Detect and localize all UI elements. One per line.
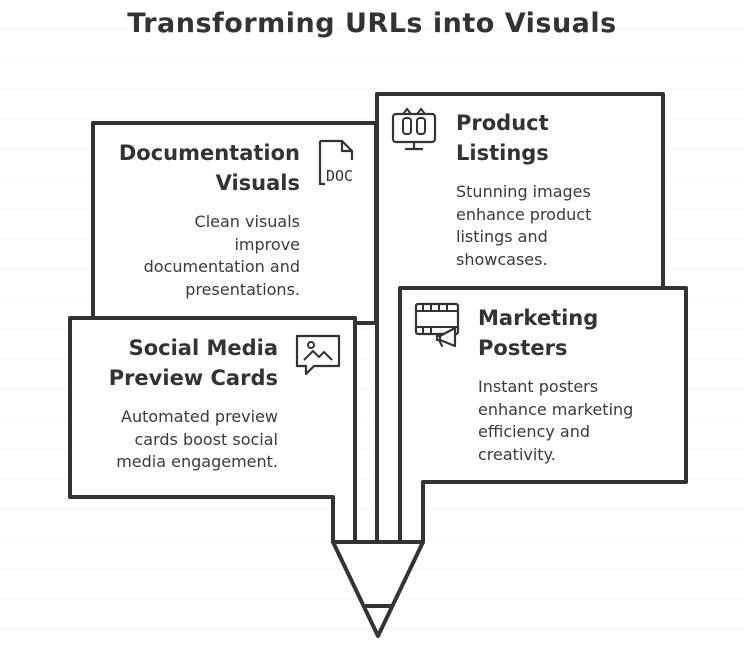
documentation-heading-line-1: Documentation: [118, 141, 300, 165]
film-megaphone-icon: [414, 302, 460, 348]
marketing-heading-line-1: Marketing: [478, 306, 599, 330]
pencil-tip: [331, 540, 425, 638]
product-heading-line-1: Product: [456, 111, 549, 135]
social-heading-line-1: Social Media: [128, 336, 278, 360]
doc-icon-label: DOC: [326, 167, 353, 185]
marketing-card: Marketing Posters Instant posters enhanc…: [478, 303, 678, 466]
social-desc-line-1: Automated preview: [121, 407, 278, 426]
social-heading-line-2: Preview Cards: [108, 366, 278, 390]
doc-icon: DOC: [318, 139, 354, 186]
marketing-desc-line-4: creativity.: [478, 444, 556, 464]
diagram-title: Transforming URLs into Visuals: [127, 8, 617, 39]
documentation-desc-line-4: presentations.: [185, 279, 300, 299]
product-card: Product Listings Stunning images enhance…: [456, 108, 656, 271]
marketing-heading-line-2: Posters: [478, 336, 568, 360]
product-display-icon: [391, 107, 437, 151]
product-desc-line-3: listings and: [456, 227, 548, 246]
product-desc-line-1: Stunning images: [456, 182, 591, 201]
social-desc-line-2: cards boost social: [134, 429, 278, 449]
documentation-desc-line-1: Clean visuals: [194, 212, 300, 231]
product-desc-line-2: enhance product: [456, 204, 592, 224]
marketing-desc-line-3: efficiency and: [478, 422, 590, 441]
documentation-card: Documentation Visuals Clean visuals impr…: [40, 138, 300, 301]
marketing-desc-line-2: enhance marketing: [478, 399, 634, 419]
product-desc-line-4: showcases.: [456, 249, 548, 269]
social-card: Social Media Preview Cards Automated pre…: [48, 333, 278, 474]
documentation-desc-line-2: improve: [234, 234, 300, 254]
product-heading-line-2: Listings: [456, 141, 549, 165]
documentation-desc-line-3: documentation and: [143, 257, 300, 276]
documentation-card-box: [91, 121, 378, 325]
marketing-desc-line-1: Instant posters: [478, 377, 599, 396]
image-card-icon: [295, 334, 341, 376]
social-desc-line-3: media engagement.: [116, 452, 278, 471]
documentation-heading-line-2: Visuals: [215, 171, 300, 195]
